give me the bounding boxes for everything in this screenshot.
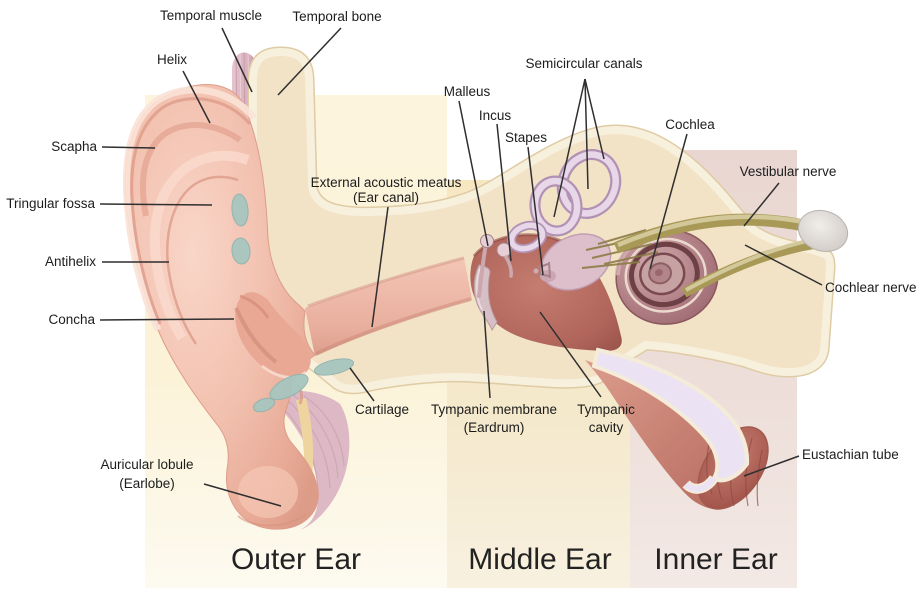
label-tympanic-cavity-line1: Tympanic: [577, 402, 635, 417]
ear-canal-structure: [305, 256, 472, 356]
leader-cartilage: [349, 367, 375, 402]
semicircular-canals-structure: [507, 149, 622, 254]
label-stapes: Stapes: [504, 130, 548, 145]
pinna-structure: [122, 84, 319, 530]
label-scapha: Scapha: [51, 139, 97, 154]
label-ear-canal-line2: (Ear canal): [352, 190, 420, 205]
leader-stapes: [527, 146, 544, 276]
label-auricular-lobule-line1: Auricular lobule: [100, 457, 194, 472]
ossicles-structure: [477, 234, 551, 298]
lobule-highlight: [238, 466, 298, 518]
leader-tympanic-membrane: [483, 310, 491, 399]
section-middle-ear: Middle Ear: [468, 543, 612, 576]
section-outer-ear: Outer Ear: [230, 543, 362, 576]
label-incus: Incus: [478, 108, 512, 123]
label-malleus: Malleus: [443, 84, 491, 99]
label-tringular-fossa: Tringular fossa: [6, 196, 95, 211]
leader-semicircular-1: [584, 78, 605, 160]
leader-eustachian-tube: [743, 455, 800, 477]
leader-tringular-fossa: [99, 203, 213, 206]
leader-vestibular-nerve: [743, 182, 780, 227]
label-tympanic-cavity-line2: cavity: [588, 420, 624, 435]
leader-ear-canal: [371, 206, 389, 328]
label-tympanic-membrane-line1: Tympanic membrane: [430, 402, 558, 417]
antihelix-ridge: [149, 150, 250, 341]
tube-lumen: [591, 347, 750, 483]
eustachian-tube-structure: [585, 347, 769, 510]
label-tympanic-cavity: Tympanic cavity: [566, 401, 646, 437]
label-semicircular-canals: Semicircular canals: [525, 56, 643, 71]
helix-fold: [130, 97, 252, 325]
leader-concha: [99, 318, 235, 321]
label-ear-canal: External acoustic meatus(Ear canal): [296, 175, 476, 205]
section-inner-ear: Inner Ear: [654, 543, 778, 576]
leader-incus: [496, 123, 512, 262]
leader-lines: [99, 27, 823, 507]
leader-semicircular-2: [584, 78, 589, 190]
label-ear-canal-line1: External acoustic meatus: [310, 175, 462, 190]
label-concha: Concha: [48, 312, 95, 327]
leader-helix: [182, 70, 211, 124]
helix-highlight: [122, 86, 257, 332]
leader-temporal-bone: [277, 27, 342, 96]
label-temporal-bone: Temporal bone: [292, 9, 382, 24]
incus-body: [496, 242, 512, 258]
malleus-handle: [477, 242, 488, 298]
scapha-groove: [139, 122, 242, 217]
leader-malleus: [458, 100, 489, 247]
label-cartilage: Cartilage: [354, 402, 410, 417]
label-cochlea: Cochlea: [665, 117, 715, 132]
label-antihelix: Antihelix: [44, 254, 96, 269]
nerve-cut-end: [797, 209, 849, 253]
leader-scapha: [101, 146, 156, 149]
stapes-head: [533, 268, 539, 274]
label-helix: Helix: [156, 52, 187, 67]
nerves-structure: [581, 209, 849, 298]
concha-bowl: [235, 292, 311, 378]
label-temporal-muscle: Temporal muscle: [159, 8, 263, 23]
label-tympanic-membrane: Tympanic membrane (Eardrum): [414, 401, 574, 437]
leader-auricular-lobule: [203, 483, 282, 507]
label-tympanic-membrane-line2: (Eardrum): [463, 420, 525, 435]
leader-semicircular-3: [553, 78, 586, 218]
cartilage-structure: [231, 193, 355, 413]
label-auricular-lobule-line2: (Earlobe): [119, 476, 175, 491]
label-cochlear-nerve: Cochlear nerve: [825, 280, 917, 295]
label-eustachian-tube: Eustachian tube: [802, 447, 899, 462]
label-vestibular-nerve: Vestibular nerve: [739, 164, 837, 179]
leader-cochlear-nerve: [744, 244, 823, 286]
leader-temporal-muscle: [221, 27, 253, 93]
leader-tympanic-cavity: [539, 311, 602, 398]
leader-cochlea: [649, 133, 688, 270]
label-auricular-lobule: Auricular lobule (Earlobe): [77, 455, 217, 493]
